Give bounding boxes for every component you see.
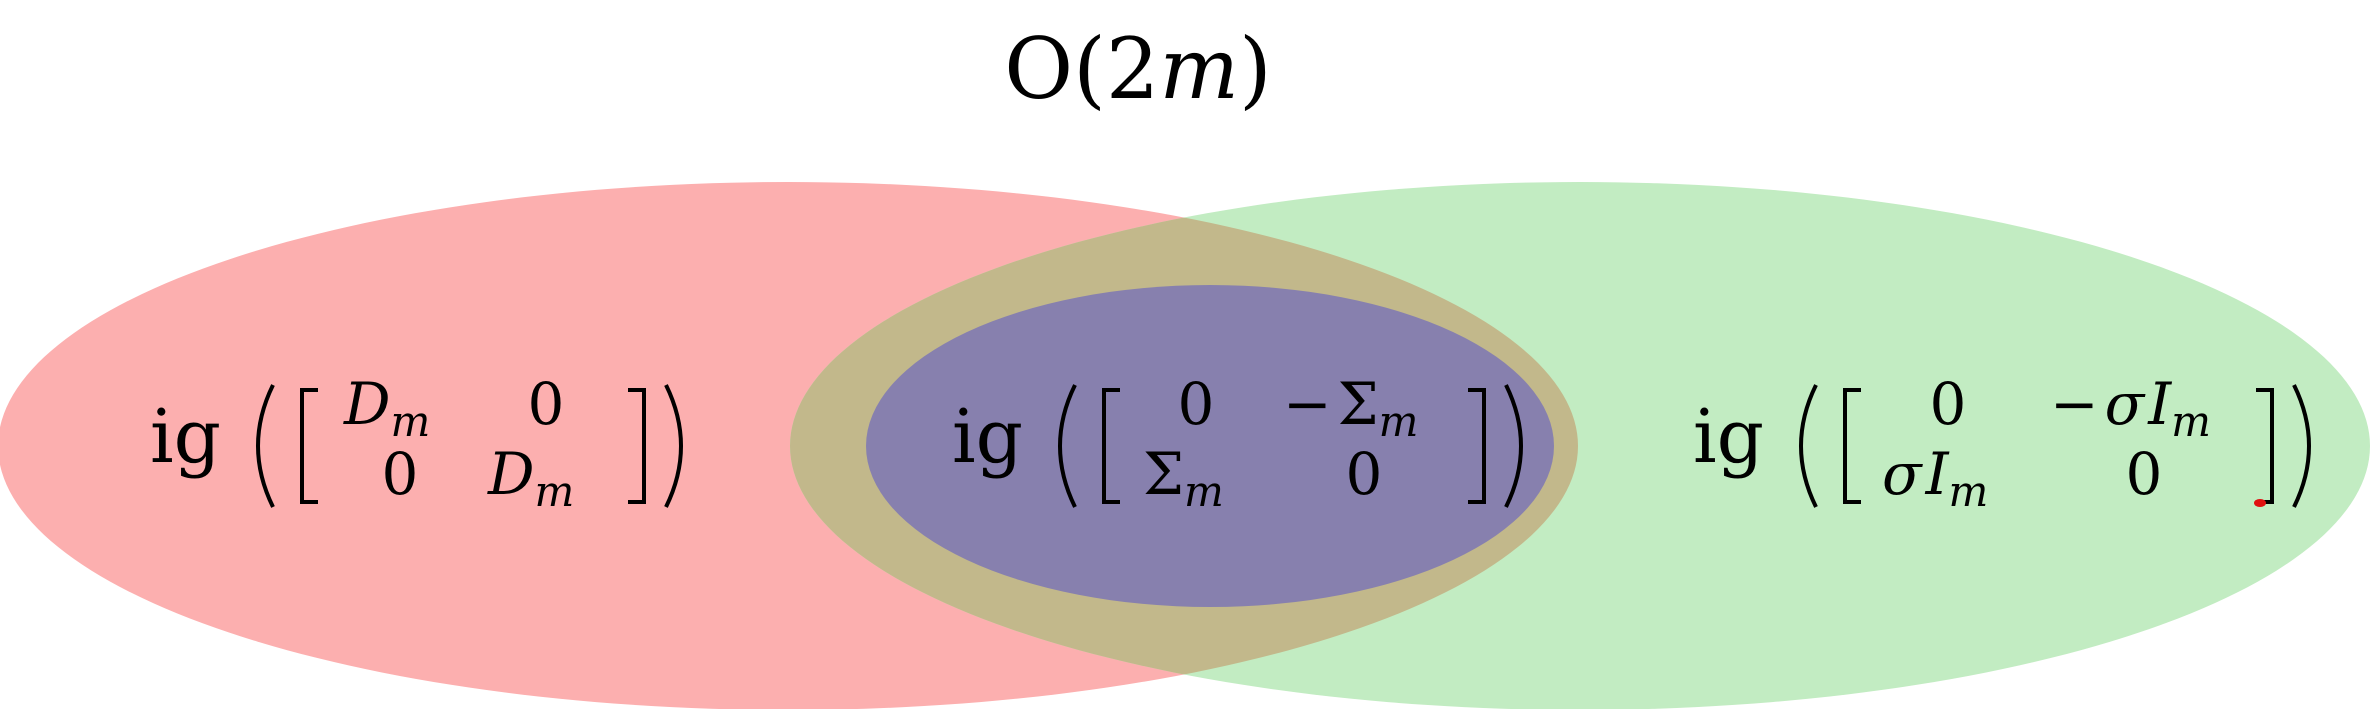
inner-set-label: ig 0 −Σm Σm 0 bbox=[952, 370, 1523, 516]
inner-m11: 0 bbox=[1178, 370, 1215, 438]
red-dot-mark bbox=[2254, 499, 2266, 507]
right-m12: −σIm bbox=[2050, 370, 2211, 446]
right-paren-close bbox=[2292, 384, 2311, 508]
left-fn: ig bbox=[150, 394, 221, 480]
inner-paren-open bbox=[1058, 384, 1077, 508]
inner-paren-close bbox=[1504, 384, 1523, 508]
inner-fn: ig bbox=[952, 394, 1023, 480]
right-m21: σIm bbox=[1882, 440, 1988, 516]
right-fn: ig bbox=[1693, 394, 1764, 480]
inner-m12: −Σm bbox=[1283, 370, 1418, 446]
left-m11: Dm bbox=[343, 370, 430, 446]
left-m12: 0 bbox=[528, 370, 565, 438]
inner-m22: 0 bbox=[1346, 440, 1383, 508]
left-paren-close bbox=[664, 384, 683, 508]
diagram-title: O(2m) bbox=[1004, 20, 1272, 118]
inner-m21: Σm bbox=[1143, 440, 1224, 516]
left-set-label: ig Dm 0 0 Dm bbox=[150, 370, 683, 516]
left-bracket-open bbox=[300, 388, 318, 504]
right-set-label: ig 0 −σIm σIm 0 bbox=[1693, 370, 2311, 516]
right-bracket-open bbox=[1843, 388, 1861, 504]
right-m22: 0 bbox=[2126, 440, 2163, 508]
left-bracket-close bbox=[628, 388, 646, 504]
left-m22: Dm bbox=[487, 440, 574, 516]
left-m21: 0 bbox=[382, 440, 419, 508]
inner-bracket-open bbox=[1102, 388, 1120, 504]
right-m11: 0 bbox=[1930, 370, 1967, 438]
inner-bracket-close bbox=[1468, 388, 1486, 504]
left-paren-open bbox=[256, 384, 275, 508]
inner-set-ellipse bbox=[866, 285, 1554, 607]
right-paren-open bbox=[1799, 384, 1818, 508]
